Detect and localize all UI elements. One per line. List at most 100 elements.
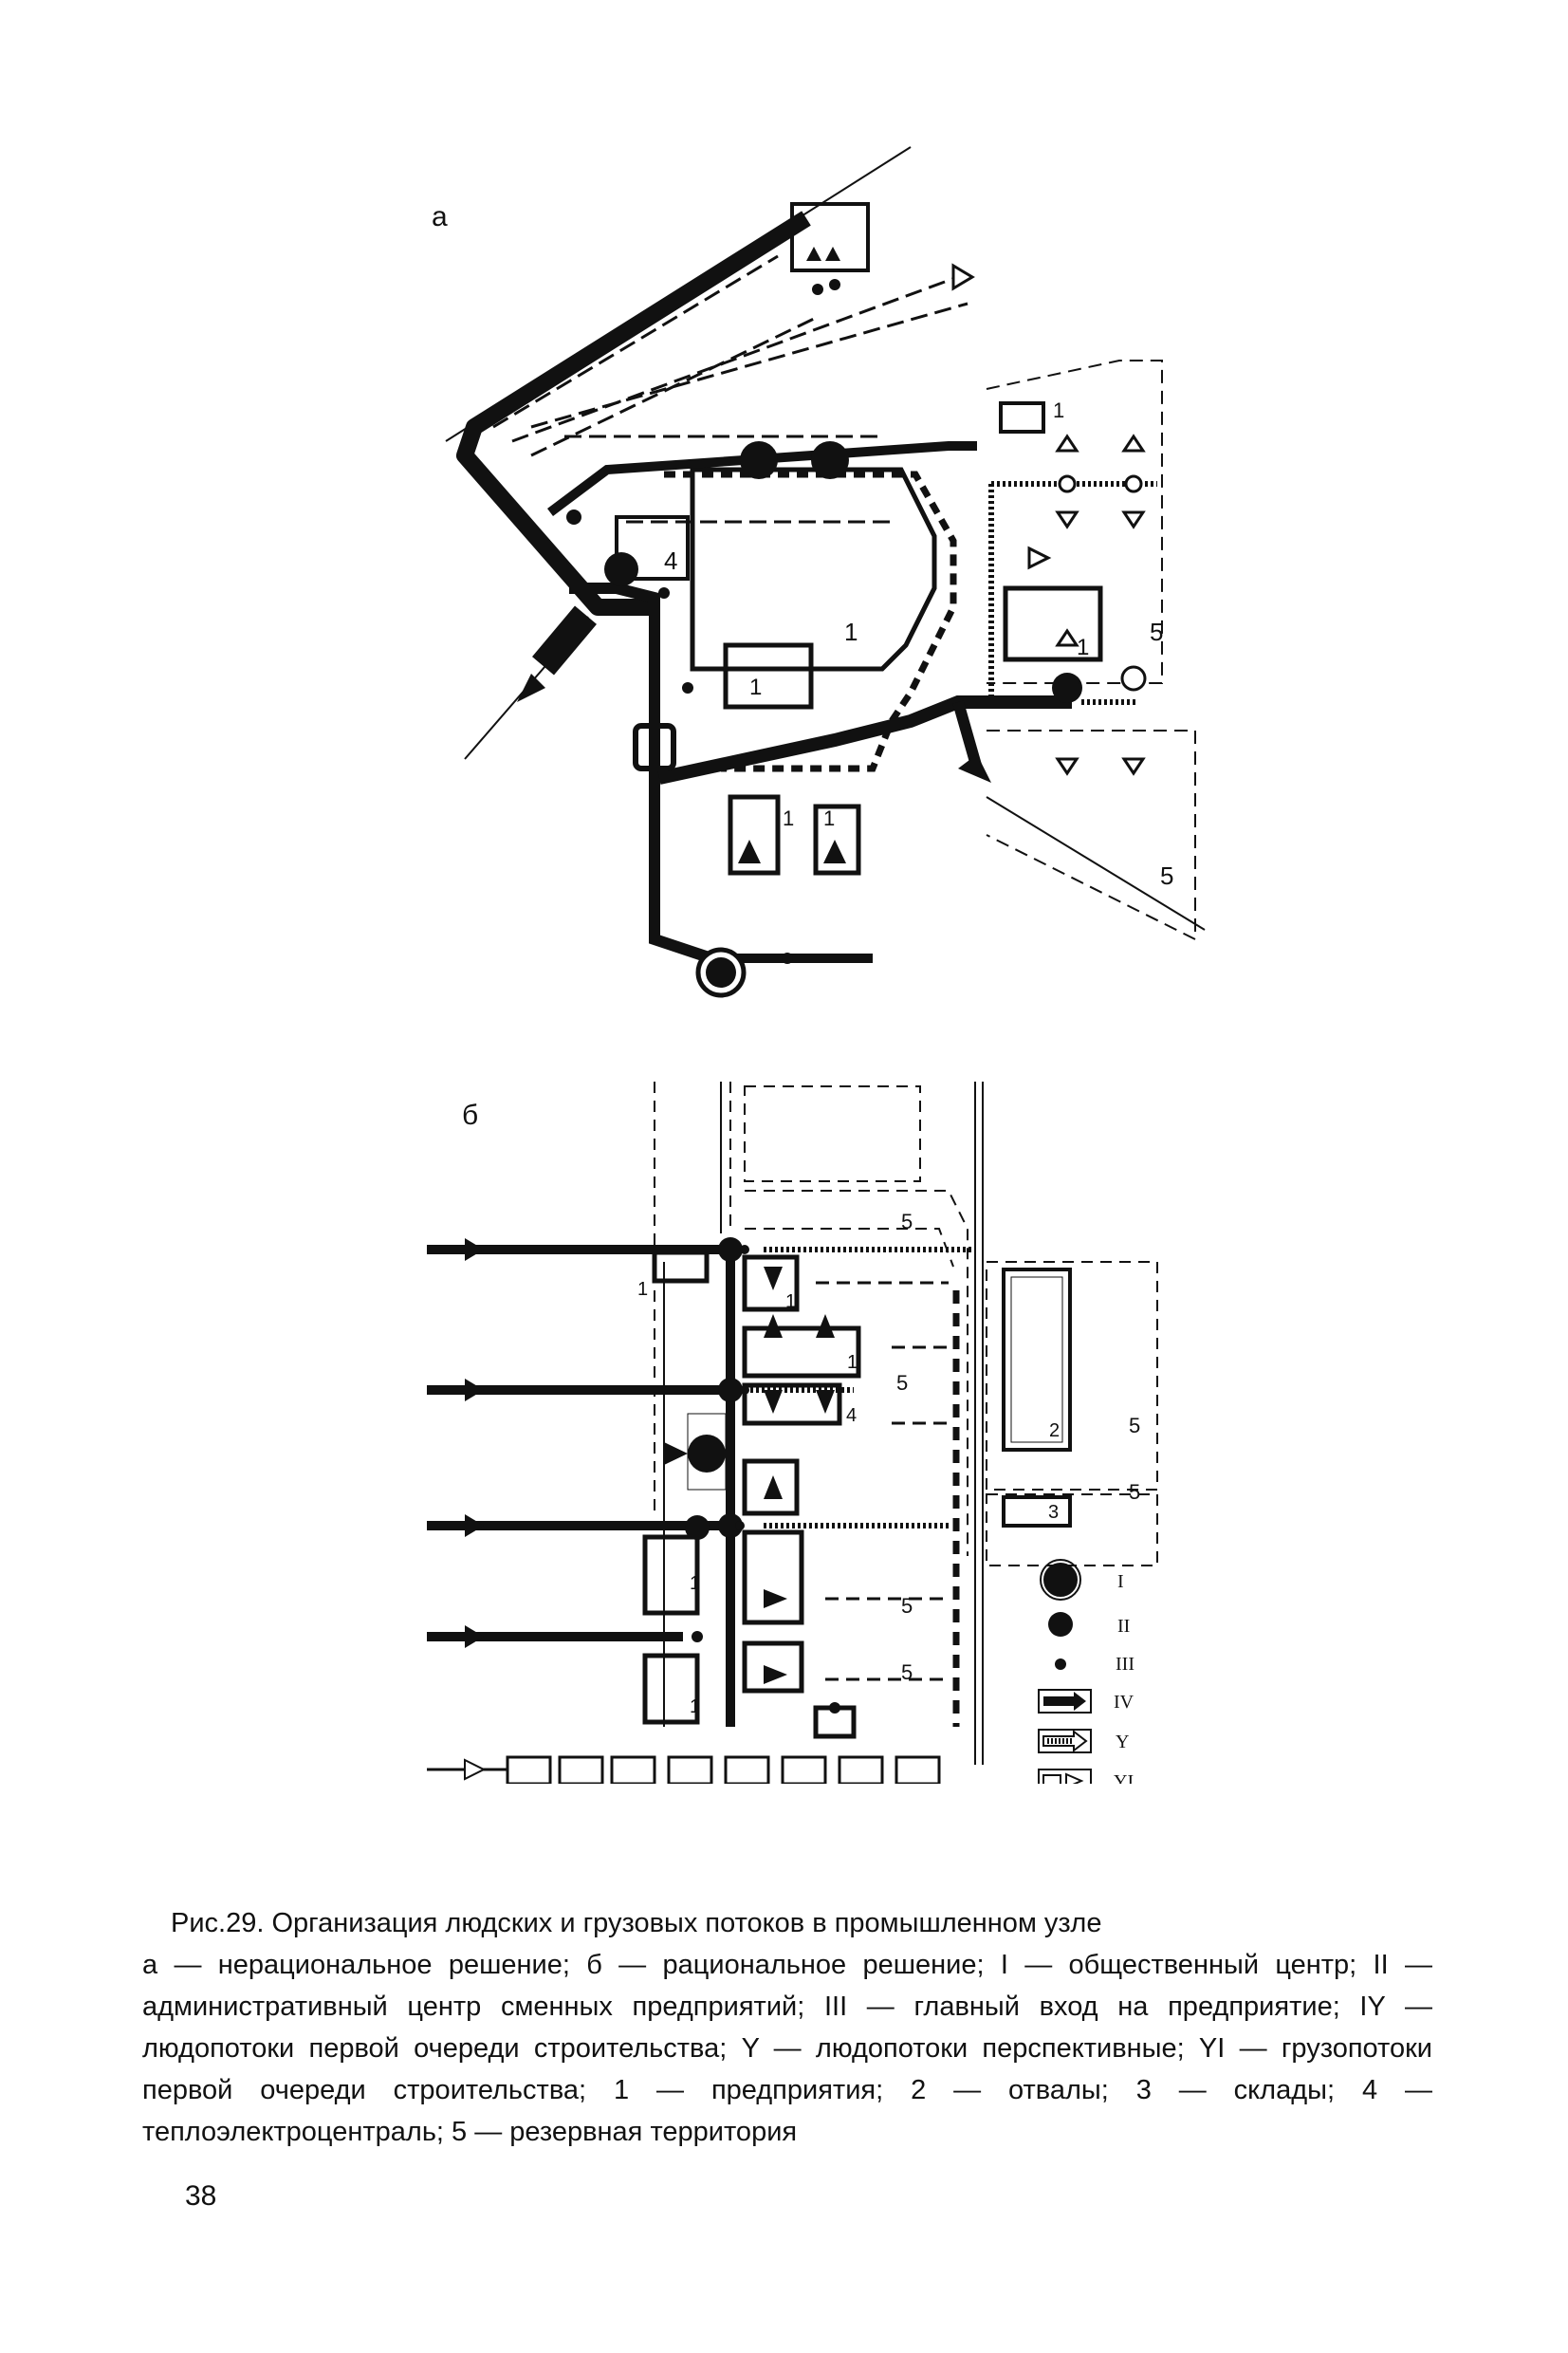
public-center-circle [740, 441, 778, 479]
label-enterprise-a: 1 [749, 675, 762, 700]
perimeter-dashed [664, 471, 957, 772]
warehouse-row [506, 1755, 941, 1784]
public-center-circle [604, 552, 638, 586]
public-center-hatched [687, 1413, 727, 1491]
enterprise-blocks [642, 1250, 861, 1739]
bus-stop-icon [633, 723, 676, 771]
up-arrow-icon [823, 840, 846, 863]
hollow-arrow-icon [464, 1758, 487, 1781]
small-dot-icon [682, 682, 693, 694]
label-enterprise-b: 1 [785, 1291, 796, 1312]
public-center-circle-inner [706, 957, 736, 988]
small-dot-icon [1055, 1658, 1066, 1670]
enterprise-1-c [1003, 585, 1103, 662]
label-enterprise-a: 1 [783, 806, 794, 830]
label-enterprise-a: 1 [1053, 398, 1064, 422]
page-number: 38 [185, 2180, 217, 2212]
medium-circle-icon [1048, 1612, 1073, 1637]
label-enterprise-a: 1 [844, 618, 858, 646]
caption-title: Рис.29. Организация людских и грузовых п… [171, 1908, 1102, 1938]
legend-box-6 [1038, 1769, 1092, 1784]
public-center-circle [811, 441, 849, 479]
diagram-a: а 1 4 1 1 1 [432, 146, 1206, 998]
large-circle-ring [1040, 1559, 1081, 1601]
label-enterprise-a: 1 [1077, 635, 1089, 660]
label-reserve-a: 5 [1160, 862, 1173, 890]
medium-circle-icon [1052, 673, 1082, 703]
up-arrow-icon [825, 247, 840, 261]
solid-arrow-icon [1043, 1692, 1086, 1711]
figure-caption: Рис.29. Организация людских и грузовых п… [142, 1902, 1432, 2153]
legend-label-1: I [1117, 1571, 1124, 1592]
legend-label-3: III [1116, 1654, 1134, 1675]
small-dot-icon [812, 284, 823, 295]
boundary-line [986, 796, 1206, 931]
label-enterprise-b: 1 [690, 1696, 700, 1717]
panel-b-label: б [462, 1100, 478, 1131]
road-entry-arrows [465, 1238, 484, 1648]
label-enterprise-b: 1 [637, 1279, 648, 1300]
public-center-circle [718, 1513, 743, 1538]
small-dot-icon [829, 279, 840, 290]
legend-label-4: IV [1114, 1692, 1134, 1713]
enterprise-1-b [723, 642, 814, 710]
label-reserve-b: 5 [1129, 1480, 1140, 1504]
incoming-roads [427, 1245, 730, 1641]
small-dot-icon [658, 587, 670, 599]
people-flow-dashed [816, 1281, 949, 1681]
label-enterprise-b: 1 [690, 1573, 700, 1594]
hollow-arrow-icon [1027, 546, 1052, 570]
main-road [456, 211, 811, 616]
solid-arrows [664, 1267, 835, 1684]
small-dot-icon [740, 1245, 749, 1254]
small-dot-icon [829, 1702, 840, 1714]
large-circle-icon [1043, 1563, 1078, 1597]
enterprise-1-e [728, 794, 781, 876]
label-enterprise-b: 1 [847, 1352, 858, 1373]
entry-arrow [517, 674, 545, 702]
entry-road-thick [532, 605, 597, 676]
label-reserve-b: 5 [901, 1210, 913, 1233]
internal-road-3 [657, 695, 1072, 785]
small-dot-icon [566, 510, 581, 525]
public-center-circle [688, 1435, 726, 1473]
station-building [790, 202, 870, 272]
label-enterprise-a: 1 [823, 806, 835, 830]
label-reserve-b: 5 [1129, 1414, 1140, 1437]
dumps-block [1002, 1268, 1072, 1452]
people-flow-dashed [492, 254, 968, 524]
hollow-arrow-icon [1065, 1772, 1084, 1784]
double-arrow-icons [1055, 434, 1147, 776]
enterprise-1-main [690, 467, 937, 672]
striped-arrow-icon [1042, 1729, 1088, 1753]
reserve-territory [654, 1082, 1158, 1566]
solid-arrow-icon [958, 754, 991, 783]
panel-a-label: а [432, 201, 448, 232]
tec-building [615, 515, 690, 581]
legend-box-4 [1038, 1689, 1092, 1714]
internal-road-2 [569, 583, 713, 964]
small-dot-icon [692, 1631, 703, 1642]
up-arrow-icon [738, 840, 761, 863]
legend-box-5 [1038, 1729, 1092, 1753]
hollow-arrow-icon [951, 263, 975, 291]
legend-label-5: Y [1116, 1732, 1129, 1752]
label-reserve-a: 5 [1150, 618, 1163, 646]
label-reserve-b: 5 [896, 1371, 908, 1395]
caption-body: а — нерациональное решение; б — рационал… [142, 1950, 1432, 2147]
up-arrow-icon [806, 247, 821, 261]
dumps-block-inner [1010, 1276, 1063, 1443]
diagram-b: б 5 5 5 5 5 5 [427, 1082, 1158, 1784]
enterprise-1-f [813, 804, 861, 876]
warehouses-block [1002, 1495, 1072, 1528]
legend: I II III IV Y YI [1038, 1559, 1134, 1784]
hollow-dash-icon [1042, 1774, 1061, 1784]
legend-label-6: YI [1114, 1771, 1134, 1784]
small-dot-icon [735, 1521, 745, 1530]
reserve-territory [986, 360, 1196, 941]
legend-label-2: II [1117, 1616, 1130, 1637]
enterprise-1-d [999, 401, 1045, 434]
public-center-circle [718, 1378, 743, 1402]
label-dumps: 2 [1049, 1420, 1060, 1441]
label-tec-b: 4 [846, 1405, 857, 1426]
